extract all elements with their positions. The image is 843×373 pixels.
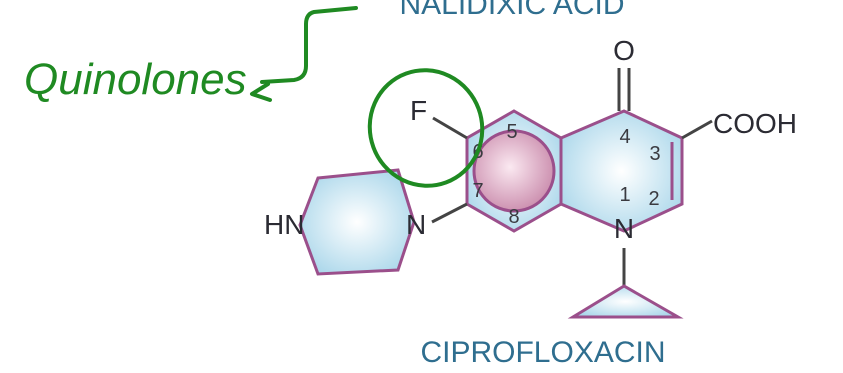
carboxyl-bond [681,119,713,140]
carboxyl-group: COOH [713,108,797,139]
top-title: NALIDIXIC ACID [399,0,624,21]
cyclopropyl-ring [567,284,684,319]
fluorine-bond [432,116,468,140]
ring-nitrogen: N [614,213,634,244]
piperazine-ring [298,168,416,276]
position-4: 4 [619,126,630,148]
position-1: 1 [619,184,630,206]
piperazine-nitrogen: N [406,209,426,240]
handwritten-annotation [250,6,485,188]
position-8: 8 [508,206,519,228]
bottom-title: CIPROFLOXACIN [420,336,665,368]
annotation-bracket [260,6,358,84]
piperazine-bond [431,202,468,224]
position-3: 3 [649,143,660,165]
pyridone-ring [559,109,684,233]
handwritten-label: Quinolones [24,55,247,104]
annotation-arrow [250,82,272,102]
fluorine-atom: F [410,95,427,126]
position-5: 5 [506,121,517,143]
position-2: 2 [648,188,659,210]
position-7: 7 [472,180,483,202]
oxygen-atom: O [613,35,635,66]
aromatic-circle [472,129,556,213]
piperazine-nh: HN [264,209,304,240]
annotation-circle-fluorine [367,68,485,188]
